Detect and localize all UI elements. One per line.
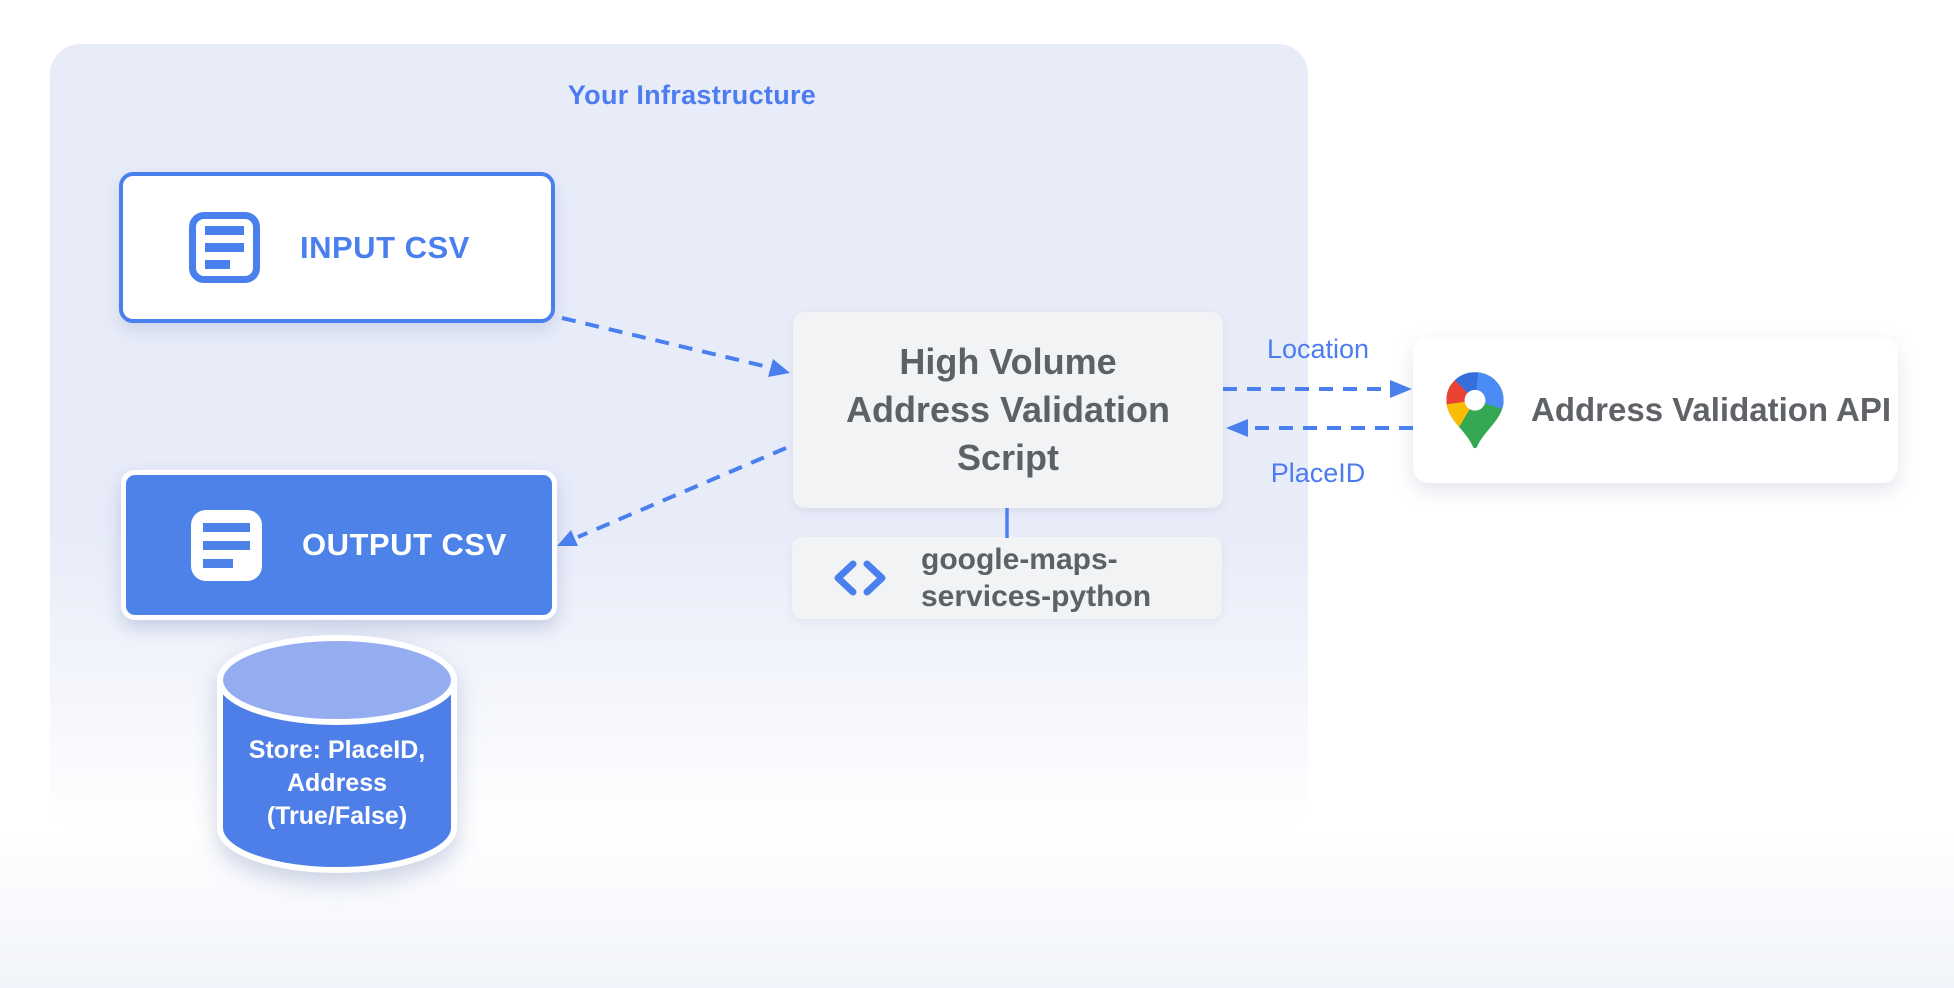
library-node: google-maps- services-python xyxy=(792,537,1222,619)
maps-pin-icon xyxy=(1446,372,1504,449)
input-csv-node: INPUT CSV xyxy=(119,172,555,323)
api-label: Address Validation API xyxy=(1531,391,1892,428)
api-node: Address Validation API xyxy=(1413,337,1898,483)
document-icon xyxy=(189,212,260,283)
code-icon xyxy=(834,560,886,596)
datastore-label: Store: PlaceID, Address (True/False) xyxy=(248,736,426,830)
infrastructure-title: Your Infrastructure xyxy=(567,80,817,110)
input-csv-label: INPUT CSV xyxy=(300,229,470,265)
datastore-cylinder xyxy=(217,635,457,873)
document-icon xyxy=(191,509,262,581)
edge-label-location: Location xyxy=(1266,334,1370,364)
library-label: google-maps- services-python xyxy=(921,543,1152,613)
output-csv-label: OUTPUT CSV xyxy=(302,527,507,562)
script-node: High Volume Address Validation Script xyxy=(793,312,1223,508)
output-csv-node: OUTPUT CSV xyxy=(121,470,557,620)
edge-label-placeid: PlaceID xyxy=(1270,458,1366,488)
